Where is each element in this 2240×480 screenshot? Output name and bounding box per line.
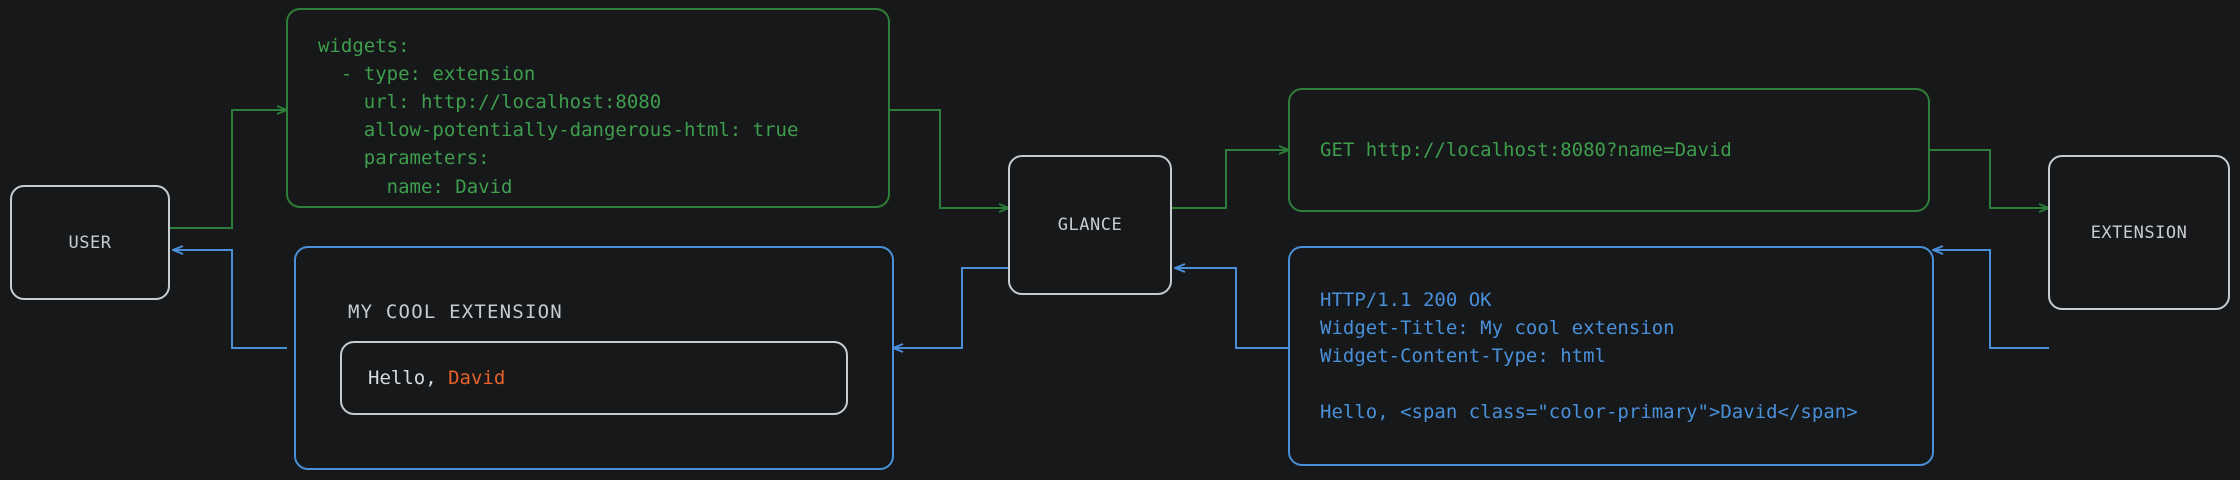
widget-preview-body: Hello, David <box>368 367 820 389</box>
edge-response-to-glance <box>1176 268 1289 349</box>
edge-widget-to-user <box>174 250 287 349</box>
http-request-text: GET http://localhost:8080?name=David <box>1320 138 1732 161</box>
widget-greeting-text: Hello, <box>368 367 449 389</box>
edge-glance-to-request <box>1171 150 1288 209</box>
node-glance[interactable]: GLANCE <box>1008 155 1172 295</box>
http-response-text: HTTP/1.1 200 OK Widget-Title: My cool ex… <box>1320 288 1858 424</box>
widget-name-value: David <box>448 367 506 389</box>
edge-glance-to-widget <box>894 267 1009 348</box>
node-extension-label: EXTENSION <box>2090 222 2188 243</box>
node-glance-label: GLANCE <box>1057 215 1123 235</box>
config-yaml-text: widgets: - type: extension url: http://l… <box>318 35 799 198</box>
http-request-box: GET http://localhost:8080?name=David <box>1288 88 1930 212</box>
config-yaml-box: widgets: - type: extension url: http://l… <box>286 8 890 208</box>
widget-preview-box: MY COOL EXTENSION Hello, David <box>294 246 894 470</box>
widget-preview-title: MY COOL EXTENSION <box>348 301 563 323</box>
edge-extension-to-response <box>1934 250 2049 349</box>
node-user[interactable]: USER <box>10 185 170 300</box>
edge-request-to-extension <box>1929 149 2048 208</box>
node-user-label: USER <box>68 232 112 253</box>
http-response-box: HTTP/1.1 200 OK Widget-Title: My cool ex… <box>1288 246 1934 466</box>
node-extension[interactable]: EXTENSION <box>2048 155 2230 310</box>
edge-config-to-glance <box>889 109 1008 208</box>
widget-preview-content: Hello, David <box>340 341 848 415</box>
edge-user-to-config <box>169 110 286 229</box>
